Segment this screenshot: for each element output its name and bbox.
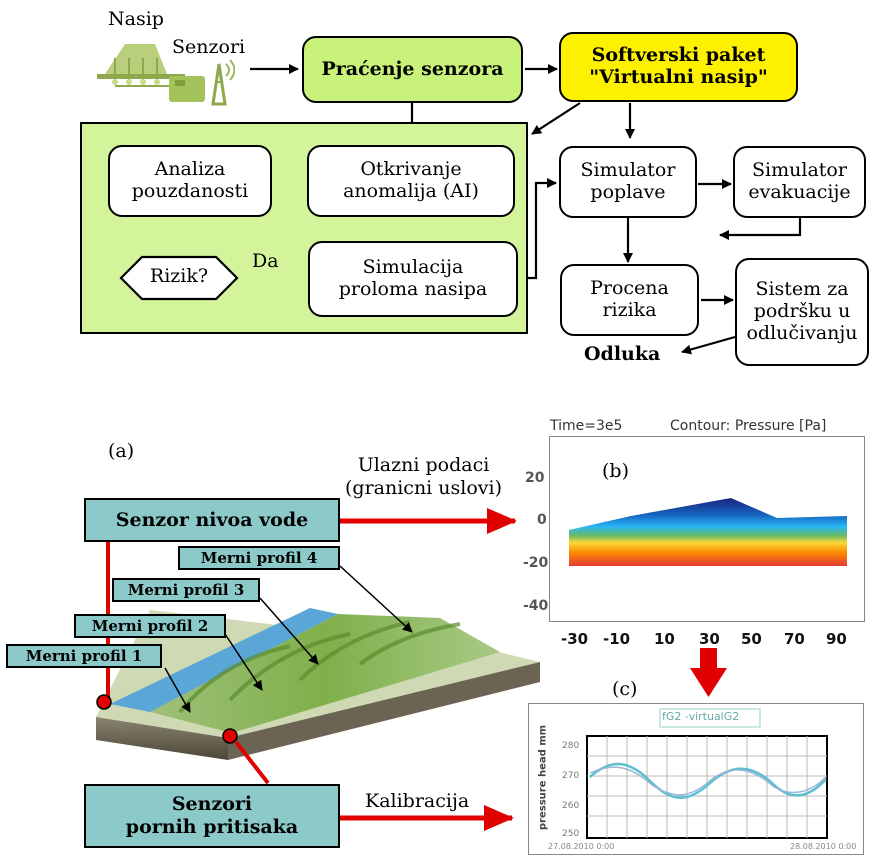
rizik-decision-shape	[119, 255, 239, 301]
kalibracija-label: Kalibracija	[365, 790, 470, 812]
plot-c-ytick: 280	[562, 741, 580, 751]
senzor-nivoa-vode-box: Senzor nivoa vode	[84, 498, 340, 542]
plot-b-xtick: 50	[741, 630, 762, 648]
plot-b-header-right: Contour: Pressure [Pa]	[670, 418, 827, 434]
sistem-podrske-box: Sistem za podršku u odlučivanju	[735, 258, 869, 366]
rizik-label: Rizik?	[149, 265, 209, 287]
plot-b-contour	[549, 436, 865, 622]
plot-b-xtick: -10	[603, 630, 631, 648]
plot-b-ytick: -40	[523, 598, 549, 614]
plot-c-ytick: 270	[562, 771, 580, 781]
plot-b-ytick: -20	[523, 555, 549, 571]
simulator-poplave-box: Simulator poplave	[559, 146, 697, 218]
otkrivanje-anomalija-box: Otkrivanje anomalija (AI)	[307, 145, 515, 217]
plot-c-xtick-right: 28.08.2010 0:00	[790, 842, 857, 851]
merni-profil-1-label: Merni profil 1	[6, 644, 162, 668]
da-label: Da	[252, 250, 279, 272]
plot-b-xtick: 30	[699, 630, 720, 648]
plot-c-ylabel: pressure head mm	[537, 724, 549, 831]
plot-b-xtick: 70	[784, 630, 805, 648]
plot-c-ytick: 260	[562, 801, 580, 811]
plot-b-xtick: -30	[561, 630, 589, 648]
merni-profil-4-label: Merni profil 4	[178, 546, 340, 570]
merni-profil-2-label: Merni profil 2	[74, 614, 226, 638]
merni-profil-3-label: Merni profil 3	[112, 578, 260, 602]
procena-rizika-box: Procena rizika	[560, 264, 699, 336]
panel-b-label: (b)	[602, 460, 629, 482]
senzori-label: Senzori	[172, 36, 246, 58]
odluka-label: Odluka	[584, 343, 661, 365]
ulazni-podaci-label: Ulazni podaci (granicni uslovi)	[345, 454, 503, 499]
pracenje-senzora-box: Praćenje senzora	[302, 36, 523, 103]
plot-c-legend: fG2 -virtualG2	[662, 710, 740, 723]
plot-b-xtick: 10	[654, 630, 675, 648]
panel-c-label: (c)	[612, 678, 638, 700]
levee-sensor-icon	[97, 44, 235, 106]
plot-b-header-left: Time=3e5	[550, 418, 623, 434]
senzori-pornih-pritisaka-box: Senzori pornih pritisaka	[84, 784, 340, 848]
panel-a-label: (a)	[108, 440, 135, 462]
simulacija-proloma-box: Simulacija proloma nasipa	[308, 241, 518, 317]
plot-c-timeseries	[528, 703, 864, 855]
plot-b-ytick: 20	[525, 470, 545, 486]
plot-b-ytick: 0	[537, 512, 547, 528]
virtualni-nasip-box: Softverski paket "Virtualni nasip"	[559, 32, 798, 102]
analiza-pouzdanosti-box: Analiza pouzdanosti	[108, 145, 272, 217]
plot-c-ytick: 250	[562, 829, 580, 839]
plot-c-xtick-left: 27.08.2010 0:00	[548, 842, 615, 851]
nasip-label: Nasip	[108, 8, 164, 30]
plot-b-xtick: 90	[826, 630, 847, 648]
simulator-evakuacije-box: Simulator evakuacije	[733, 146, 866, 218]
